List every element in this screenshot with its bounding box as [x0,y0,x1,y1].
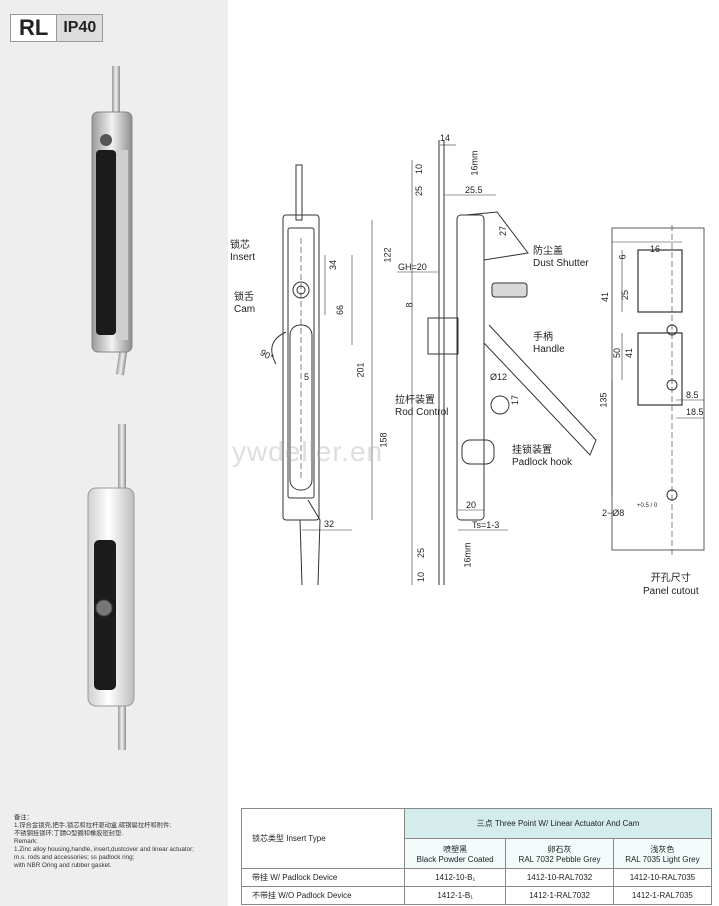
dimension-lines [302,144,704,585]
callout-dust-shutter: 防尘盖 Dust Shutter [533,246,589,270]
ip-rating-label: IP40 [57,14,104,42]
insert-type-header: 锁芯类型 Insert Type [241,808,405,869]
group-header: 三点 Three Point W/ Linear Actuator And Ca… [404,808,712,839]
padlock-label-cn: 挂锁装置 [512,445,552,456]
padlock-label-en: Padlock hook [512,457,573,468]
cut-holes-tolerance: +0.5 / 0 [637,503,658,509]
callout-rod-control: 拉杆装置 Rod Control [395,395,448,419]
table-cell: 1412-1-B₁ [403,886,507,905]
cut-8-5: 8.5 [686,390,699,400]
dim-ts: Ts=1-3 [472,520,500,530]
callout-handle: 手柄 Handle [533,332,565,356]
dim-25-5: 25.5 [465,185,483,195]
cut-16: 16 [650,244,661,254]
rod-label-cn: 拉杆装置 [395,395,435,406]
remark-line1-en: 1.Zinc alloy housing,handle, insert,dust… [14,846,194,853]
cut-18-5: 18.5 [686,407,704,417]
remark-line2-cn: 不锈钢挂锁环;丁腈O型圈和橡胶密封垫. [14,830,124,837]
dim-14: 14 [440,133,451,143]
spec-table: 锁芯类型 Insert Type 三点 Three Point W/ Linea… [241,808,713,905]
handle-label-en: Handle [533,344,565,355]
table-row: 不带挂 W/O Padlock Device 1412-1-B₁ 1412-1-… [241,886,713,905]
table-cell: 1412-1-RAL7035 [612,886,713,905]
dim-dia12: Ø12 [490,372,508,382]
dim-32: 32 [324,519,335,529]
dim-gh: GH=20 [398,262,427,272]
table-cell: 1412-1-RAL7032 [505,886,614,905]
product-panel: RL IP40 备注： [0,0,228,906]
callout-insert: 锁芯 Insert [230,240,255,264]
remark-line1-cn: 1.锌合金锁壳,把手,锁芯和拉杆驱动盒,碳钢扁拉杆和附件; [14,822,172,829]
cutout-label-en: Panel cutout [643,586,699,597]
handle-label-cn: 手柄 [533,332,553,343]
callout-labels: 锁芯 Insert 锁舌 Cam 防尘盖 Dust Shutter 手柄 Han… [230,240,699,598]
remark-title-en: Remark: [14,838,38,845]
dim-5: 5 [304,372,310,382]
remark-title-cn: 备注： [14,814,33,821]
rod-label-en: Rod Control [395,407,449,418]
table-cell: 1412-10-RAL7032 [505,868,614,887]
dimension-labels: 14 10 25 16mm 25.5 27 122 GH=20 8 34 66 … [258,133,704,582]
side-view [427,140,597,585]
dust-label-en: Dust Shutter [533,258,589,269]
row-label: 带挂 W/ Padlock Device [241,868,405,887]
product-photo-black-handle [91,66,133,376]
cam-label-cn: 锁舌 [234,292,254,303]
table-cell: 1412-10-B₁ [403,868,507,887]
callout-panel-cutout: 开孔尺寸 Panel cutout [643,572,699,598]
insert-label-cn: 锁芯 [230,240,250,251]
table-row: 带挂 W/ Padlock Device 1412-10-B₁ 1412-10-… [241,868,713,887]
row-label: 不带挂 W/O Padlock Device [241,886,405,905]
watermark: ywdeller.en [232,436,384,467]
product-photo-white-housing [87,424,135,750]
remark-notes: 备注： 1.锌合金锁壳,把手,锁芯和拉杆驱动盒,碳钢扁拉杆和附件; 不锈钢挂锁环… [14,814,224,870]
dust-label-cn: 防尘盖 [533,246,563,257]
cam-label-en: Cam [234,304,256,315]
series-label: RL [10,14,58,42]
callout-padlock-hook: 挂锁装置 Padlock hook [512,445,572,469]
model-badge: RL IP40 [10,10,104,46]
remark-line3-en: with NBR Oring and rubber gasket. [14,862,112,869]
cut-holes: 2−Ø8 [602,508,625,518]
insert-label-en: Insert [230,252,256,263]
technical-drawing [271,140,705,586]
remark-line2-en: m.s. rods and accessories; ss padlock ri… [14,854,135,861]
product-photos [87,66,135,750]
cutout-label-cn: 开孔尺寸 [650,573,691,584]
dim-20: 20 [466,500,477,510]
front-view [271,164,321,586]
callout-cam: 锁舌 Cam [234,292,255,316]
table-cell: 1412-10-RAL7035 [612,868,713,887]
